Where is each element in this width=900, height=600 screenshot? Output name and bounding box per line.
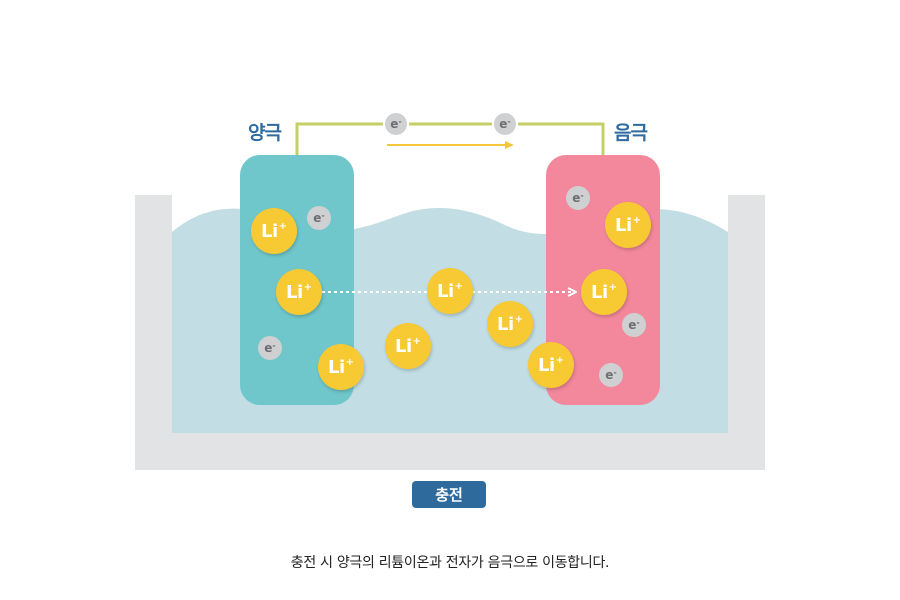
lithium-ion: Li+ xyxy=(251,208,297,254)
lithium-ion: Li+ xyxy=(528,342,574,388)
lithium-ion: Li+ xyxy=(581,269,627,315)
lithium-ion: Li+ xyxy=(318,344,364,390)
external-wire xyxy=(295,122,605,156)
electron: e- xyxy=(599,363,623,387)
container xyxy=(135,195,765,470)
lithium-ion: Li+ xyxy=(427,268,473,314)
lithium-ion: Li+ xyxy=(605,202,651,248)
electron: e- xyxy=(307,206,331,230)
electron: e- xyxy=(258,336,282,360)
process-badge: 충전 xyxy=(412,481,486,508)
electron: e- xyxy=(492,111,518,137)
electron: e- xyxy=(622,313,646,337)
electron: e- xyxy=(566,186,590,210)
anode-label: 양극 xyxy=(248,122,282,144)
lithium-ion: Li+ xyxy=(487,301,533,347)
cathode-label: 음극 xyxy=(614,122,648,144)
electron-flow-arrow xyxy=(387,141,514,149)
electron: e- xyxy=(383,111,409,137)
lithium-ion: Li+ xyxy=(276,269,322,315)
lithium-ion: Li+ xyxy=(385,323,431,369)
caption: 충전 시 양극의 리튬이온과 전자가 음극으로 이동합니다. xyxy=(290,555,610,571)
